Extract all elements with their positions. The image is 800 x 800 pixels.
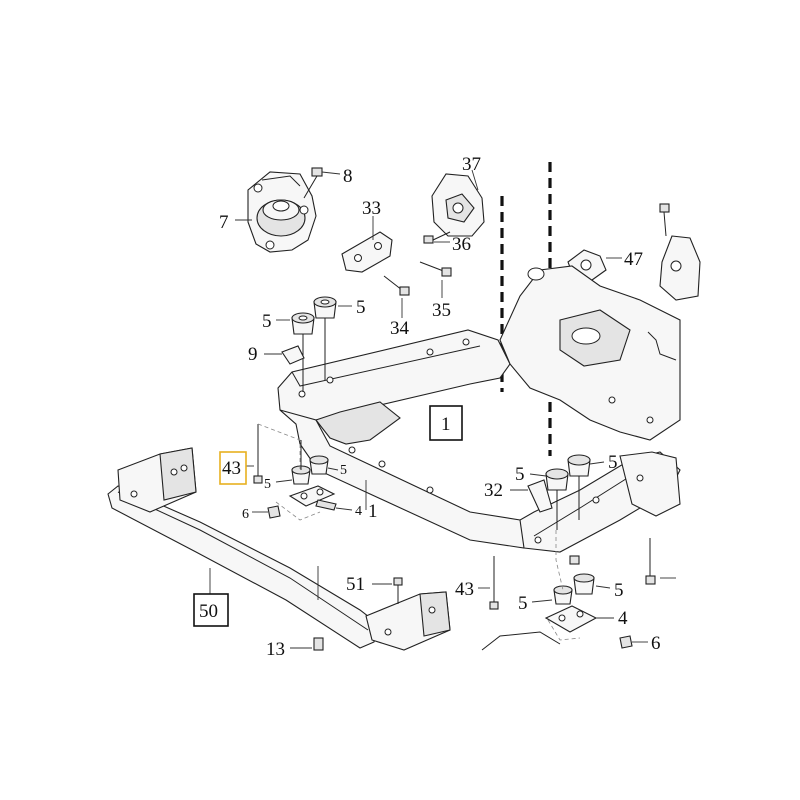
bushing-5-lower-right-a	[531, 585, 573, 605]
bolt-8	[303, 167, 341, 199]
plate-4-left	[288, 485, 353, 511]
bolt-36	[423, 231, 451, 244]
callout-box-1	[429, 405, 463, 441]
bracket-32	[510, 479, 553, 513]
callout-5-lower-left: 5	[264, 477, 271, 492]
bushing-5-upper-left	[291, 312, 315, 392]
bushing-5-upper-right	[313, 296, 337, 380]
callout-7: 7	[219, 212, 229, 233]
bolt-43-left	[246, 424, 263, 484]
nut-6-right	[619, 635, 648, 649]
callout-9: 9	[248, 344, 258, 365]
bolt-43-right	[478, 556, 499, 610]
bumper-beam-50	[107, 447, 451, 651]
bushing-5-lower-left	[275, 465, 311, 485]
plate-4-right	[544, 605, 614, 633]
callout-50: 50	[199, 601, 218, 622]
callout-5-lower-right-b: 5	[614, 580, 624, 601]
bushing-5-lower-right-b	[569, 555, 611, 595]
callout-6-right: 6	[651, 633, 661, 654]
callout-5-lower-right-a: 5	[518, 593, 528, 614]
callout-8: 8	[343, 166, 353, 187]
callout-5-right-b: 5	[608, 452, 618, 473]
subframe-1	[277, 265, 681, 553]
undertray-edge	[481, 631, 561, 651]
bolt-35	[419, 261, 452, 298]
callout-highlight-43	[219, 451, 247, 485]
bolt-51	[372, 577, 403, 604]
callout-4-left: 4	[355, 504, 362, 519]
callout-6-left: 6	[242, 507, 249, 522]
nut-6-left	[252, 505, 281, 519]
bracket-9	[264, 345, 305, 365]
engine-mount-37	[431, 169, 485, 237]
bushing-5-right-a	[529, 468, 569, 530]
callout-43-left: 43	[222, 458, 241, 479]
callout-5-upper-right: 5	[356, 297, 366, 318]
callout-51: 51	[346, 574, 365, 595]
callout-36: 36	[452, 234, 471, 255]
bolt-34	[383, 275, 410, 318]
callout-13: 13	[266, 639, 285, 660]
bracket-33	[341, 216, 393, 273]
callout-1: 1	[368, 501, 378, 522]
callout-32: 32	[484, 480, 503, 501]
bolt-right-edge	[645, 538, 676, 585]
callout-43-right: 43	[455, 579, 474, 600]
callout-1-box: 1	[441, 414, 451, 435]
callout-47: 47	[624, 249, 643, 270]
callout-5-lower-right: 5	[340, 463, 347, 478]
callout-35: 35	[432, 300, 451, 321]
engine-mount-7	[247, 171, 317, 253]
callout-5-upper-left: 5	[262, 311, 272, 332]
callout-37: 37	[462, 154, 481, 175]
callout-4-right: 4	[618, 608, 628, 629]
callout-box-50	[193, 593, 229, 627]
bushing-5-right-b	[567, 454, 605, 520]
callout-5-right-a: 5	[515, 464, 525, 485]
right-mount-partial	[659, 203, 701, 301]
callout-34: 34	[390, 318, 410, 339]
bushing-5-lower-right	[300, 440, 339, 475]
callout-33: 33	[362, 198, 381, 219]
bolt-13	[290, 637, 324, 651]
